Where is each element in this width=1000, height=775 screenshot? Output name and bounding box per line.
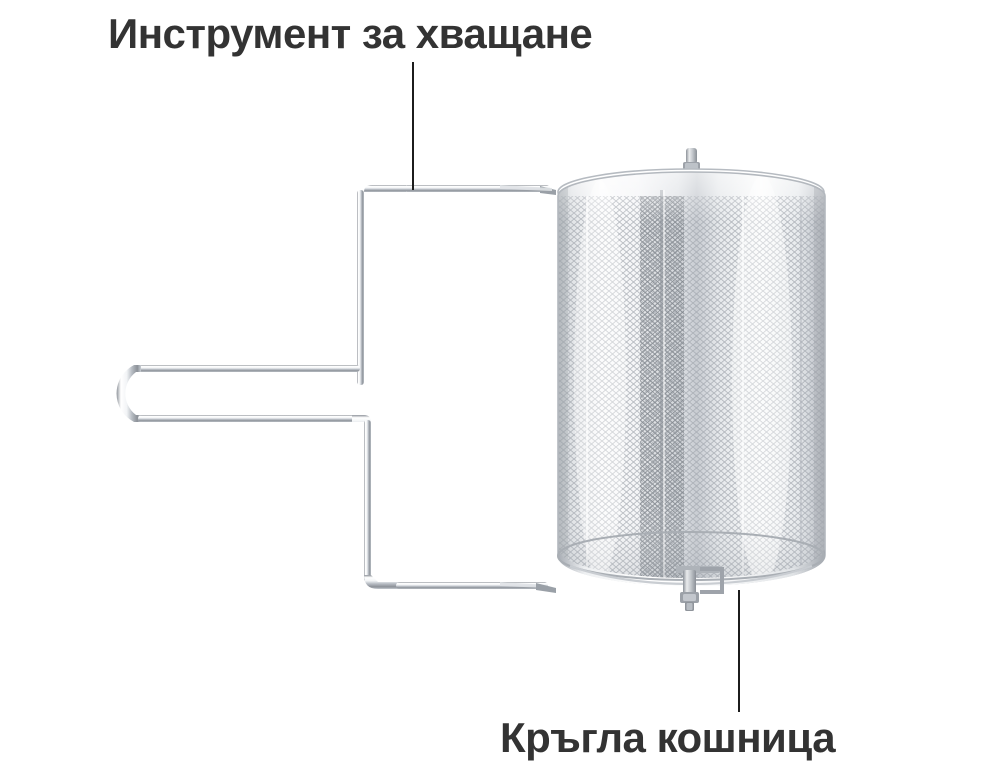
tool-riser-lower [364, 420, 371, 582]
wire-handle-icon [116, 185, 556, 593]
tool-top-arm-highlight [500, 185, 552, 191]
tool-grip-arm-lower [138, 415, 360, 422]
tool-grip-loop [116, 365, 141, 422]
leader-line-round-basket [738, 590, 740, 712]
callout-label-round-basket: Кръгла кошница [500, 714, 836, 761]
tool-corner-top-left [364, 185, 406, 192]
tool-bottom-hook [536, 583, 556, 593]
leader-line-grabbing-tool [412, 62, 414, 190]
tool-riser-upper [357, 190, 364, 385]
mesh-basket-icon [557, 148, 826, 611]
basket-bottom-latch [676, 566, 724, 611]
basket-mesh-texture [558, 172, 825, 585]
tool-corner-bottom-left [364, 575, 404, 589]
callout-label-grabbing-tool: Инструмент за хващане [108, 10, 593, 57]
tool-grip-arm-upper [138, 365, 360, 372]
